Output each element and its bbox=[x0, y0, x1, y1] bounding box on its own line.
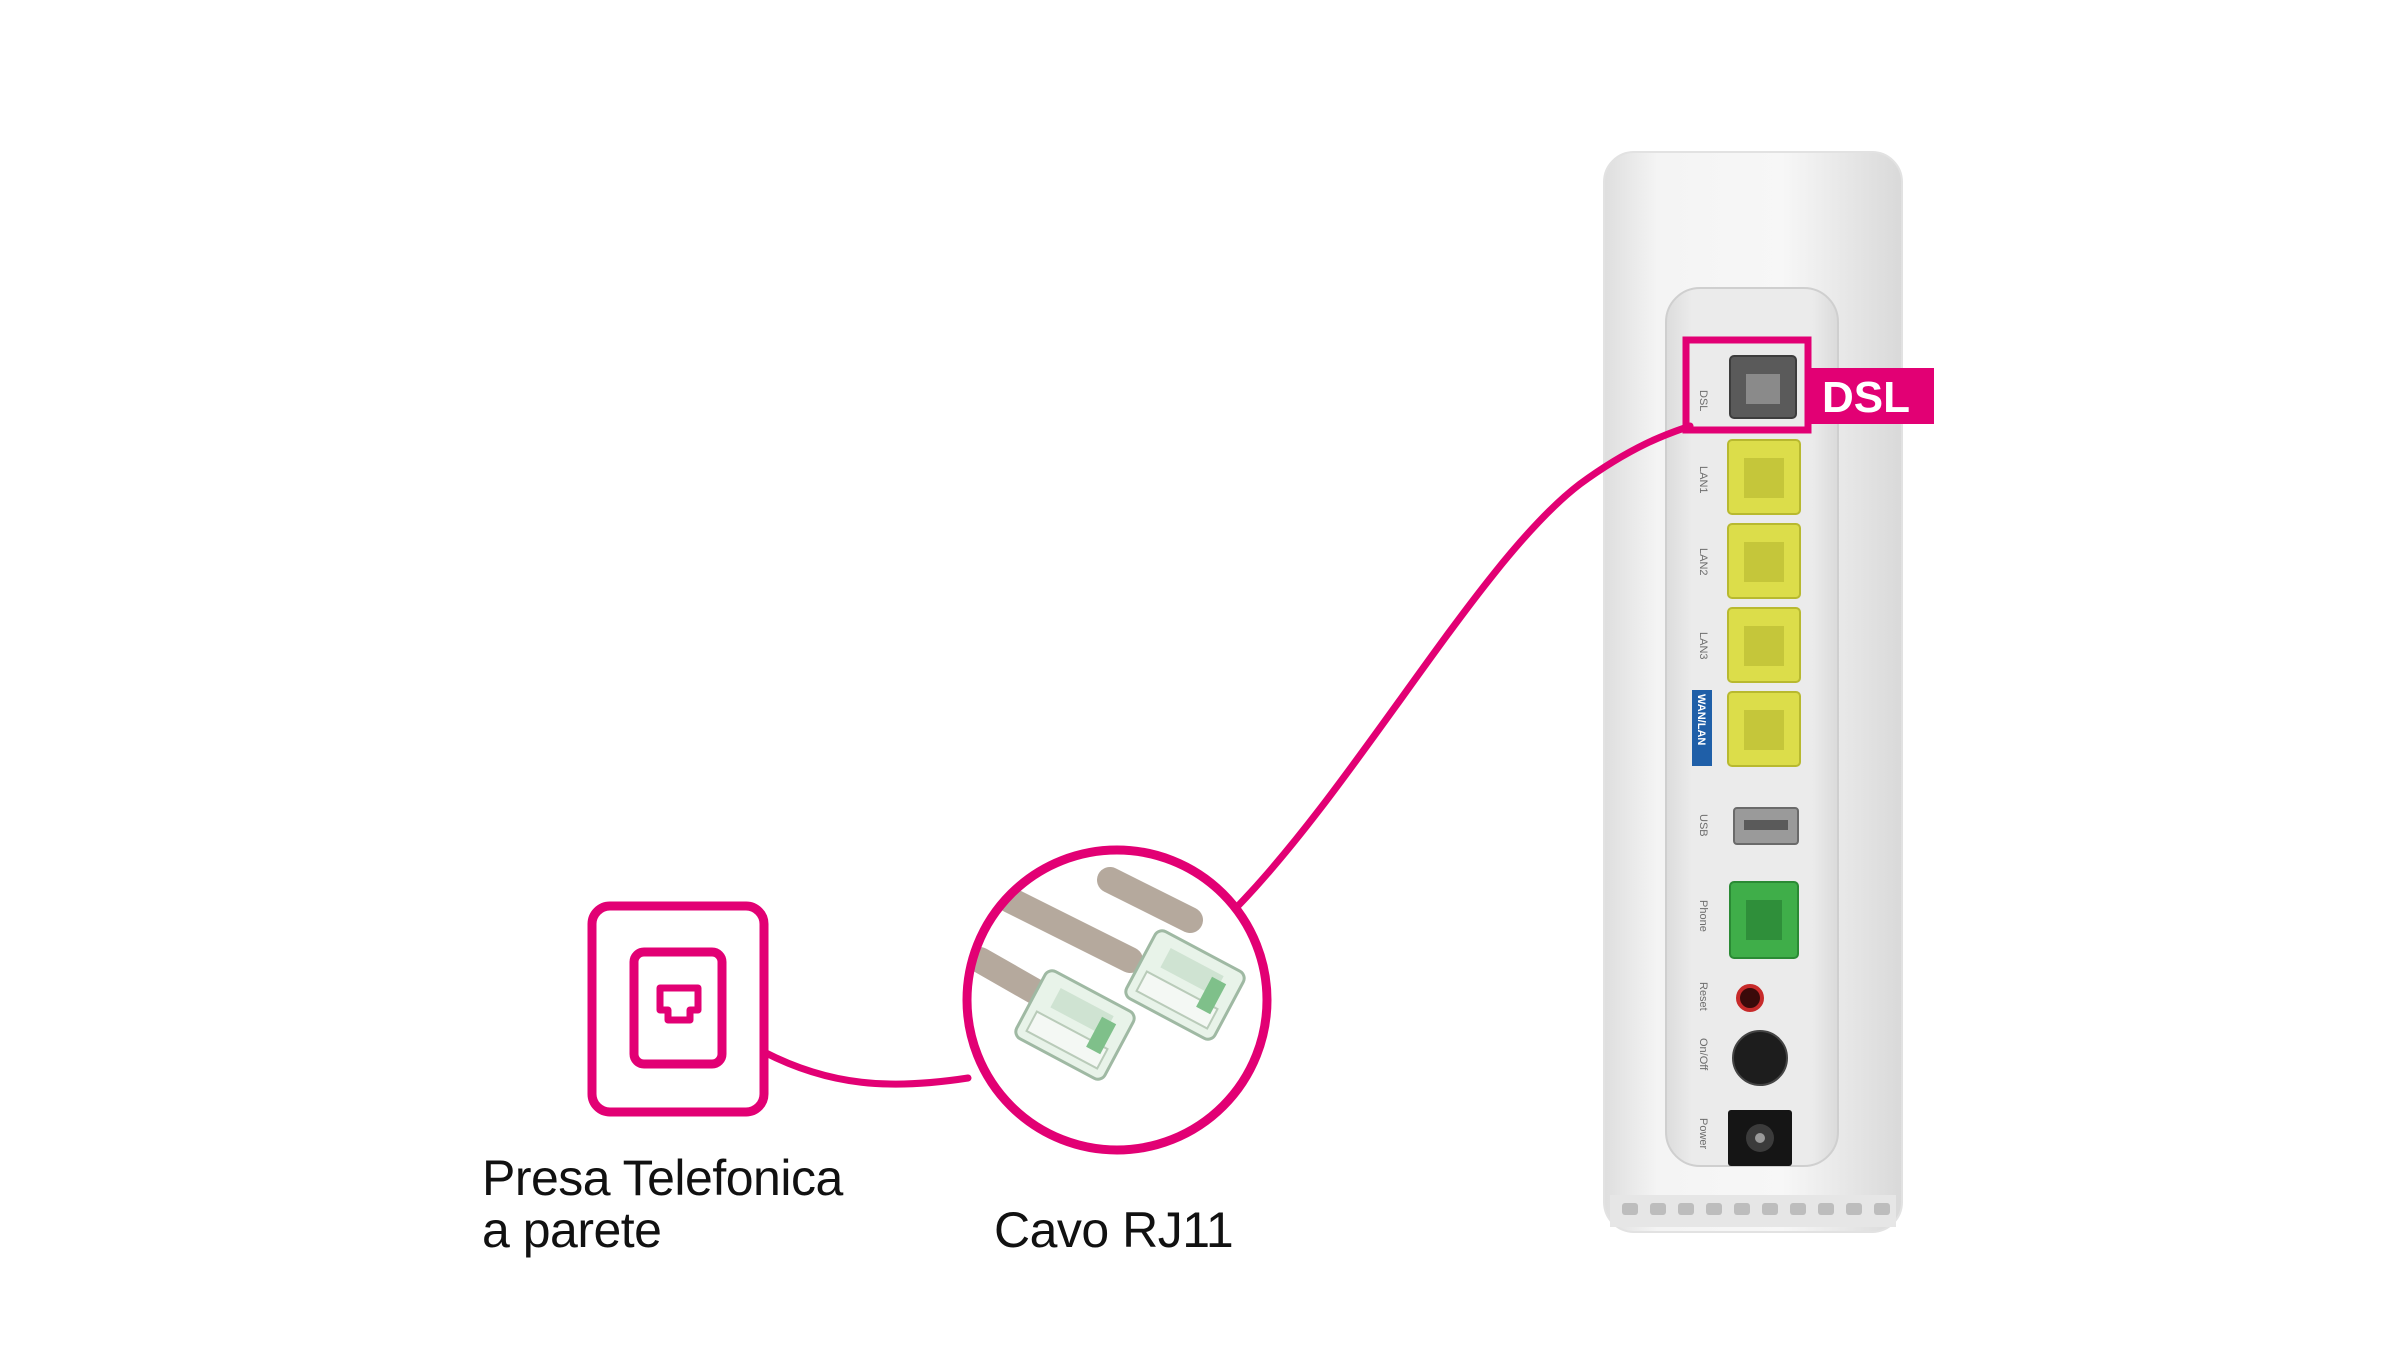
connection-line-socket bbox=[760, 1048, 972, 1088]
connection-line-router bbox=[1232, 422, 1694, 912]
port-label-reset: Reset bbox=[1697, 982, 1709, 1011]
port-label-lan3: LAN3 bbox=[1697, 632, 1709, 660]
port-label-usb: USB bbox=[1697, 814, 1709, 837]
power-switch bbox=[1732, 1030, 1788, 1086]
reset-button bbox=[1736, 984, 1764, 1012]
rj11-cable-icon bbox=[962, 845, 1272, 1155]
port-label-dsl: DSL bbox=[1697, 390, 1709, 411]
wall-socket-label: Presa Telefonica a parete bbox=[482, 1152, 843, 1256]
port-label-onoff: On/Off bbox=[1697, 1038, 1709, 1071]
port-label-wan: WAN/LAN bbox=[1695, 694, 1707, 745]
port-label-lan2: LAN2 bbox=[1697, 548, 1709, 576]
vent-slots bbox=[1622, 1203, 1890, 1215]
dsl-badge bbox=[1808, 368, 1934, 424]
lan-ports bbox=[1727, 439, 1801, 767]
wall-socket-label-line1: Presa Telefonica bbox=[482, 1150, 843, 1206]
dsl-badge-label: DSL bbox=[1822, 373, 1910, 422]
port-label-power: Power bbox=[1697, 1118, 1709, 1150]
port-label-phone: Phone bbox=[1697, 900, 1709, 932]
router: DSL LAN1 LAN2 LAN3 WAN/LAN USB bbox=[1603, 151, 1903, 1233]
cable-label: Cavo RJ11 bbox=[994, 1202, 1234, 1258]
wall-socket-icon bbox=[587, 901, 769, 1117]
wall-socket-label-line2: a parete bbox=[482, 1202, 662, 1258]
port-label-lan1: LAN1 bbox=[1697, 466, 1709, 494]
wan-tag bbox=[1692, 690, 1712, 766]
